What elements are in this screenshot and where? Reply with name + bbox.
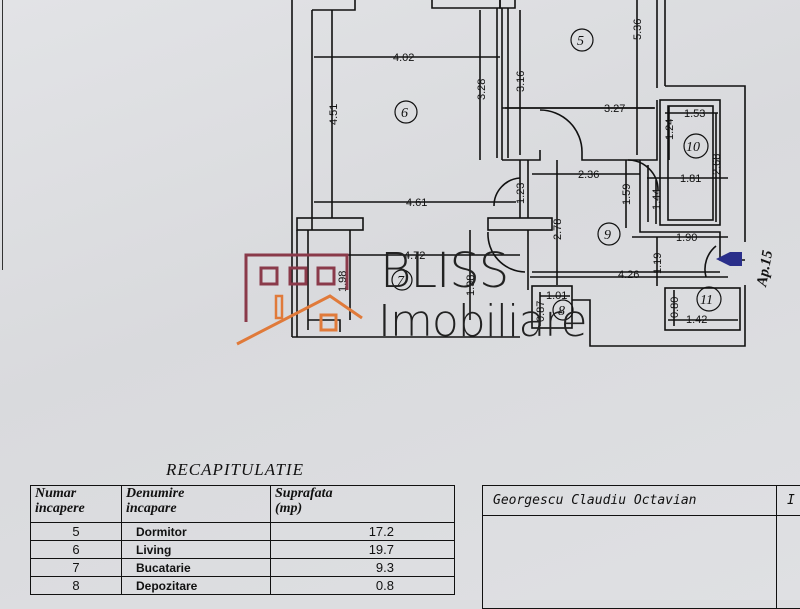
room-number: 5	[31, 523, 122, 541]
header-area: Suprafata(mp)	[271, 486, 455, 523]
room-name: Living	[122, 541, 271, 559]
room-area: 9.3	[271, 559, 455, 577]
svg-text:4.26: 4.26	[618, 269, 639, 281]
room-number: 8	[31, 577, 122, 595]
svg-text:6: 6	[401, 106, 408, 121]
svg-text:1.42: 1.42	[686, 314, 707, 326]
svg-text:5.36: 5.36	[632, 19, 644, 40]
owner-blank-cell	[777, 516, 800, 609]
owner-next-column: I	[777, 486, 800, 516]
bliss-logo-icon	[237, 255, 362, 344]
owner-blank-cell	[483, 516, 777, 609]
svg-text:5: 5	[577, 34, 584, 49]
svg-text:4.51: 4.51	[328, 104, 340, 125]
room-number: 7	[31, 559, 122, 577]
svg-text:1.24: 1.24	[664, 119, 676, 140]
room-area: 19.7	[271, 541, 455, 559]
room-number: 6	[31, 541, 122, 559]
svg-text:11: 11	[700, 293, 713, 308]
table-row: 5 Dormitor 17.2	[31, 523, 455, 541]
svg-text:3.28: 3.28	[476, 79, 488, 100]
svg-text:1.81: 1.81	[680, 173, 701, 185]
svg-text:0.80: 0.80	[669, 297, 681, 318]
svg-text:1.19: 1.19	[652, 253, 664, 274]
recap-title: RECAPITULATIE	[166, 460, 304, 480]
svg-text:1.53: 1.53	[684, 108, 705, 120]
room-name: Depozitare	[122, 577, 271, 595]
room-name: Bucatarie	[122, 559, 271, 577]
svg-text:2.68: 2.68	[711, 154, 723, 175]
svg-text:1.59: 1.59	[621, 184, 633, 205]
svg-text:1.90: 1.90	[676, 232, 697, 244]
svg-text:4.61: 4.61	[406, 197, 427, 209]
table-row: 8 Depozitare 0.8	[31, 577, 455, 595]
svg-text:1.23: 1.23	[515, 183, 527, 204]
owner-table: Georgescu Claudiu Octavian I	[482, 485, 800, 609]
brand-name-line1: BLISS	[380, 247, 508, 295]
apartment-label: Ap.15	[754, 249, 776, 289]
table-row: 7 Bucatarie 9.3	[31, 559, 455, 577]
svg-text:3.27: 3.27	[604, 103, 625, 115]
room-name: Dormitor	[122, 523, 271, 541]
svg-text:2.78: 2.78	[552, 219, 564, 240]
owner-name: Georgescu Claudiu Octavian	[483, 486, 777, 516]
svg-text:10: 10	[686, 140, 700, 155]
room-area: 17.2	[271, 523, 455, 541]
svg-text:2.36: 2.36	[578, 169, 599, 181]
svg-text:9: 9	[604, 228, 611, 243]
svg-text:1.44: 1.44	[651, 189, 663, 210]
table-row: 6 Living 19.7	[31, 541, 455, 559]
svg-text:4.02: 4.02	[393, 52, 414, 64]
room-area: 0.8	[271, 577, 455, 595]
svg-text:3.16: 3.16	[515, 71, 527, 92]
brand-name-line2: Imobiliare	[378, 300, 587, 344]
